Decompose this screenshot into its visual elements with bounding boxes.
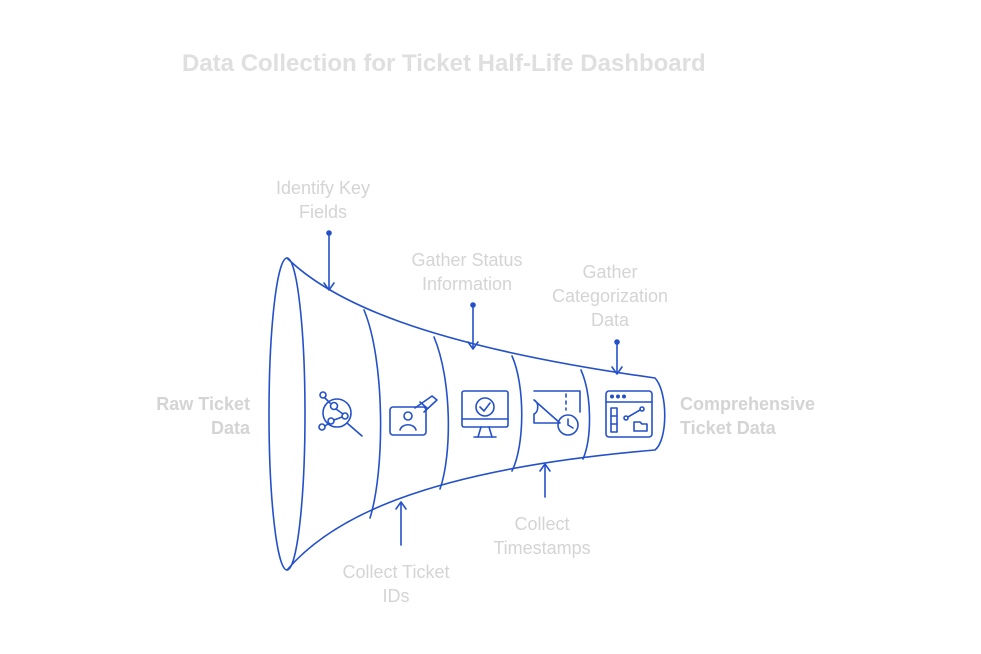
connector-collect-ticket-ids — [395, 501, 407, 546]
funnel-outline — [286, 257, 666, 571]
segment-divider — [363, 309, 382, 519]
browser-chart-icon — [605, 390, 653, 438]
id-card-icon — [389, 395, 438, 436]
monitor-check-icon — [461, 390, 509, 438]
diagram-title: Data Collection for Ticket Half-Life Das… — [182, 50, 706, 77]
segment-divider — [433, 336, 450, 490]
step-label-gather-status: Gather Status Information — [411, 250, 523, 294]
funnel-mouth — [268, 257, 306, 571]
output-label: Comprehensive Ticket Data — [680, 394, 816, 438]
connector-identify-key-fields — [323, 230, 335, 291]
search-network-icon — [318, 391, 363, 437]
step-label-identify-key-fields: Identify Key Fields — [275, 178, 371, 222]
ticket-clock-icon — [533, 390, 581, 436]
connector-gather-status — [467, 302, 479, 350]
segment-divider — [511, 355, 523, 472]
input-label: Raw Ticket Data — [156, 394, 250, 438]
step-label-gather-categorization: Gather Categorization Data — [551, 262, 669, 330]
step-label-collect-ticket-ids: Collect Ticket IDs — [342, 562, 450, 606]
segment-divider — [580, 369, 591, 460]
connector-gather-categorization — [611, 339, 623, 375]
step-label-collect-timestamps: Collect Timestamps — [493, 514, 591, 558]
connector-collect-timestamps — [539, 463, 551, 498]
